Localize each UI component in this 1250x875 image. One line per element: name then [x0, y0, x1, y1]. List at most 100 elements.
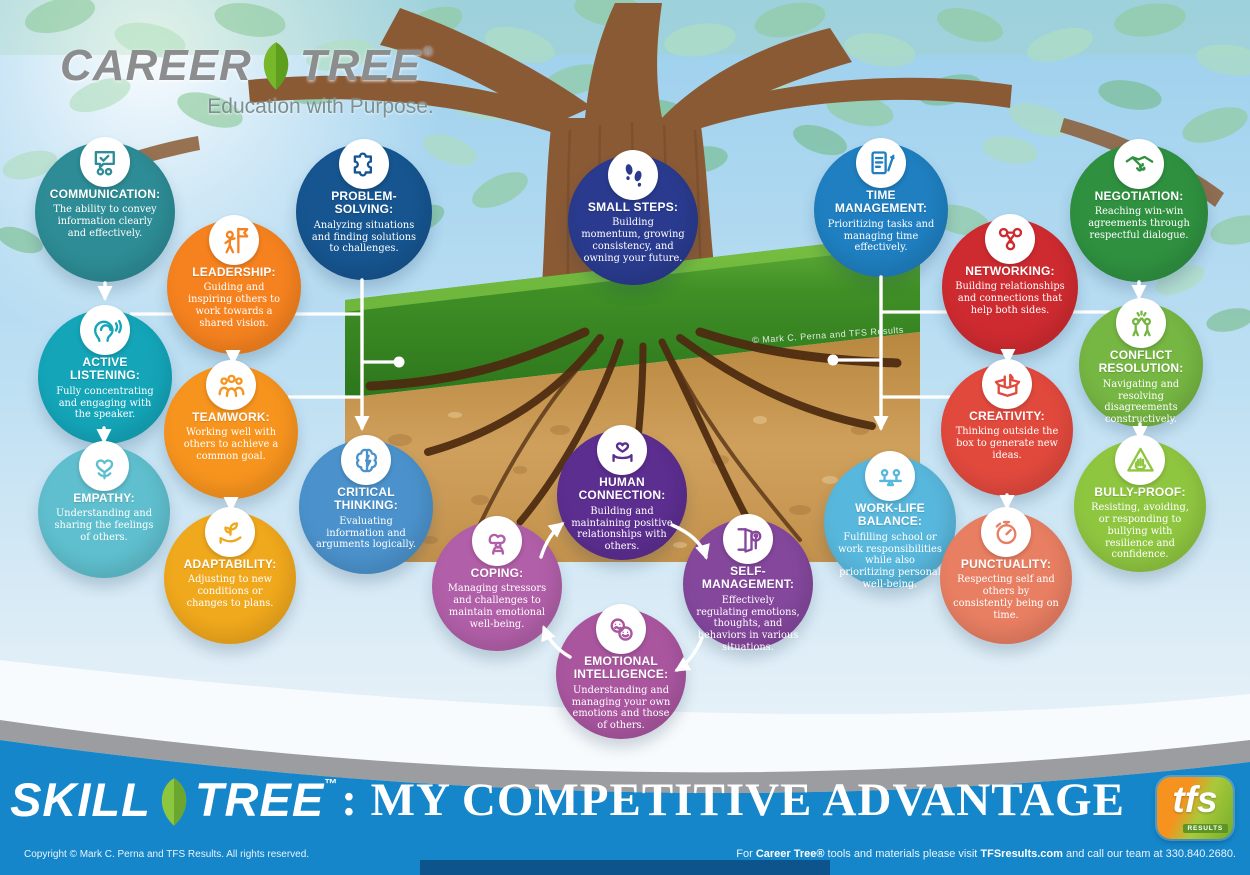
skill-icon-badge — [209, 215, 259, 265]
skill-icon-badge — [981, 507, 1031, 557]
skill-bubble-leadership: LEADERSHIP: Guiding and inspiring others… — [167, 215, 301, 354]
balance-people-icon — [878, 468, 902, 486]
skill-bubble-communication: COMMUNICATION: The ability to convey inf… — [35, 137, 175, 282]
skill-title: SMALL STEPS: — [587, 200, 679, 214]
skill-icon-badge — [80, 137, 130, 187]
puzzle-icon — [353, 152, 372, 176]
title-skill: SKILL — [10, 773, 151, 826]
blue-band — [0, 740, 1250, 875]
skill-icon-badge — [205, 507, 255, 557]
skill-description: Analyzing situations and finding solutio… — [311, 219, 417, 255]
poster-title: SKILL TREE ™ : MY COMPETITIVE ADVANTAGE — [0, 772, 1135, 827]
skill-title: EMPATHY: — [73, 491, 135, 505]
skill-bubble-negotiation: NEGOTIATION: Reaching win-win agreements… — [1070, 139, 1208, 282]
skill-bubble-problem-solving: PROBLEM-SOLVING: Analyzing situations an… — [296, 139, 432, 280]
skill-icon-badge — [1116, 298, 1166, 348]
skill-bubble-time-management: TIME MANAGEMENT: Prioritizing tasks and … — [814, 138, 948, 277]
skill-bubble-empathy: EMPATHY: Understanding and sharing the f… — [38, 441, 170, 578]
skill-title: ADAPTABILITY: — [183, 557, 277, 571]
skill-description: Understanding and managing your own emot… — [571, 684, 671, 732]
tfs-results-logo: tfs RESULTS — [1157, 777, 1233, 839]
flag-person-icon — [223, 227, 248, 253]
navy-bottom-bar — [420, 860, 830, 875]
career-tree-logo: CAREER TREE® Education with Purpose. — [60, 40, 434, 117]
title-rest: : MY COMPETITIVE ADVANTAGE — [341, 773, 1125, 826]
stopwatch-icon — [995, 520, 1016, 544]
skill-title: PUNCTUALITY: — [960, 557, 1052, 571]
footer-website: TFSresults.com — [980, 848, 1063, 860]
skill-icon-badge — [596, 604, 646, 654]
brain-bolt-icon — [355, 448, 377, 472]
idea-box-icon — [994, 373, 1020, 397]
skill-title: BULLY-PROOF: — [1094, 485, 1186, 499]
skill-title: TEAMWORK: — [192, 410, 270, 424]
skill-bubble-bully-proof: BULLY-PROOF: Resisting, avoiding, or res… — [1074, 435, 1206, 572]
skill-bubble-critical-thinking: CRITICAL THINKING: Evaluating informatio… — [299, 435, 433, 574]
leaf-icon — [263, 42, 289, 90]
skill-description: Building and maintaining positive relati… — [571, 505, 673, 553]
stop-hand-icon — [1126, 447, 1154, 472]
skill-description: Prioritizing tasks and managing time eff… — [827, 218, 935, 254]
skill-icon-badge — [723, 514, 773, 564]
skill-bubble-self-management: SELF-MANAGEMENT: Effectively regulating … — [683, 514, 813, 653]
skill-title: NEGOTIATION: — [1094, 189, 1184, 203]
skill-icon-badge — [472, 516, 522, 566]
skill-title: PROBLEM-SOLVING: — [331, 189, 397, 217]
copyright-line: Copyright © Mark C. Perna and TFS Result… — [24, 849, 310, 860]
skill-bubble-networking: NETWORKING: Building relationships and c… — [942, 214, 1078, 355]
skill-title: NETWORKING: — [965, 264, 1055, 278]
footer-contact: For Career Tree® tools and materials ple… — [736, 848, 1236, 860]
skill-title: COMMUNICATION: — [49, 187, 161, 201]
skill-title: SELF-MANAGEMENT: — [701, 564, 795, 592]
skill-icon-badge — [608, 150, 658, 200]
skill-icon-badge — [856, 138, 906, 188]
skill-description: Building momentum, growing consistency, … — [581, 217, 685, 264]
skill-icon-badge — [1115, 435, 1165, 485]
skill-bubble-creativity: CREATIVITY: Thinking outside the box to … — [941, 359, 1073, 496]
skill-description: Fulfilling school or work responsibiliti… — [838, 531, 942, 590]
sprout-hand-icon — [218, 521, 242, 544]
clipboard-pencil-icon — [870, 150, 895, 174]
skill-icon-badge — [982, 359, 1032, 409]
skill-icon-badge — [1114, 139, 1164, 189]
skill-icon-badge — [339, 139, 389, 189]
footer-brand: Career Tree® — [755, 848, 825, 860]
door-mind-icon — [736, 527, 761, 553]
skill-title: COPING: — [470, 566, 524, 580]
trademark-symbol: ™ — [324, 776, 338, 791]
title-tree: TREE — [194, 773, 325, 826]
skill-title: EMOTIONAL INTELLIGENCE: — [573, 654, 669, 682]
brand-tagline: Education with Purpose. — [207, 95, 434, 118]
skill-title: HUMAN CONNECTION: — [578, 475, 666, 503]
footsteps-icon — [625, 163, 641, 187]
skill-icon-badge — [985, 214, 1035, 264]
skill-bubble-human-connection: HUMAN CONNECTION: Building and maintaini… — [557, 425, 687, 560]
skill-bubble-work-life-balance: WORK-LIFE BALANCE: Fulfilling school or … — [824, 451, 956, 590]
skill-description: Adjusting to new conditions or changes t… — [186, 574, 274, 609]
skill-title: CONFLICT RESOLUTION: — [1098, 348, 1184, 376]
skill-bubble-adaptability: ADAPTABILITY: Adjusting to new condition… — [164, 507, 296, 644]
skill-description: Working well with others to achieve a co… — [183, 427, 279, 462]
skill-icon-badge — [865, 451, 915, 501]
skill-title: WORK-LIFE BALANCE: — [855, 501, 925, 529]
skill-title: ACTIVE LISTENING: — [70, 355, 140, 383]
tfs-results-label: RESULTS — [1182, 824, 1228, 833]
skill-title: CREATIVITY: — [969, 409, 1045, 423]
skill-bubble-teamwork: TEAMWORK: Working well with others to ac… — [164, 360, 298, 499]
skill-description: Understanding and sharing the feelings o… — [54, 508, 154, 543]
skill-description: The ability to convey information clearl… — [53, 204, 157, 239]
handshake-icon — [1125, 155, 1153, 172]
skill-bubble-punctuality: PUNCTUALITY: Respecting self and others … — [940, 507, 1072, 644]
skill-description: Thinking outside the box to generate new… — [955, 426, 1059, 461]
skill-description: Effectively regulating emotions, thought… — [696, 594, 800, 653]
skill-title: CRITICAL THINKING: — [334, 485, 398, 513]
ear-icon — [93, 319, 122, 342]
brand-career-text: CAREER — [60, 41, 252, 90]
registered-mark: ® — [423, 43, 434, 58]
skill-description: Fully concentrating and engaging with th… — [56, 385, 154, 421]
skill-bubble-conflict-resolution: CONFLICT RESOLUTION: Navigating and reso… — [1079, 298, 1203, 427]
root-cutaway — [345, 233, 920, 562]
skill-bubble-coping: COPING: Managing stressors and challenge… — [432, 516, 562, 651]
skill-description: Respecting self and others by consistent… — [953, 574, 1059, 621]
gray-band — [0, 720, 1250, 793]
